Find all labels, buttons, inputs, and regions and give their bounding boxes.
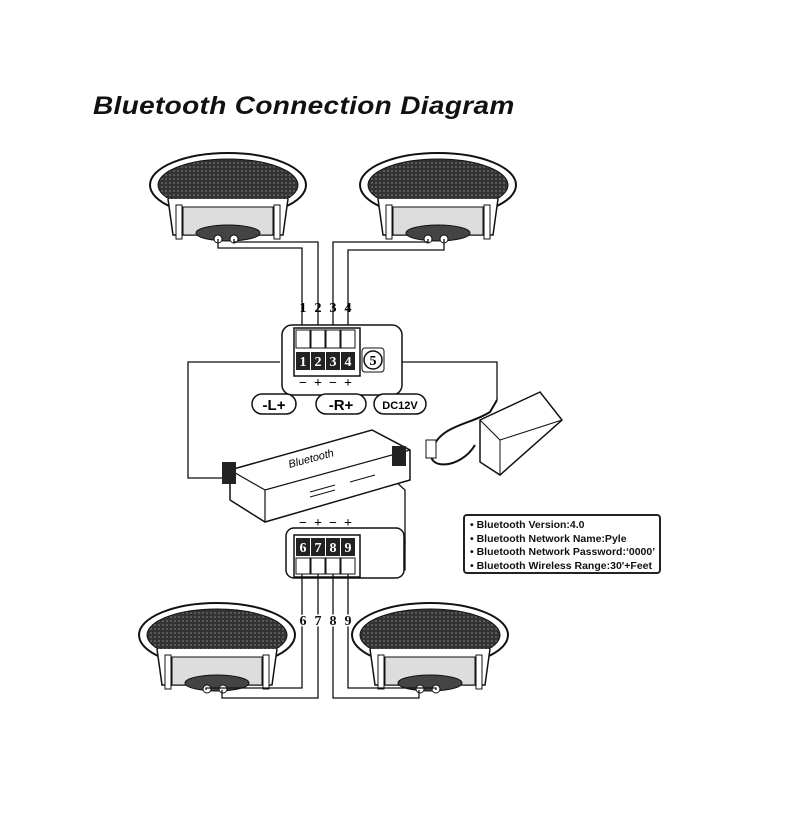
wire-number: 4	[345, 301, 352, 316]
polarity: +	[314, 516, 322, 531]
terminal-number: 7	[315, 541, 322, 556]
polarity: −	[299, 516, 307, 531]
wire-number: 3	[330, 301, 337, 316]
terminal-number: 2	[315, 355, 322, 370]
speaker-top-left	[149, 152, 307, 244]
wire-number: 6	[300, 614, 307, 629]
terminal-number: 1	[300, 355, 307, 370]
right-channel-label: -R+	[329, 397, 354, 414]
polarity: −	[299, 376, 307, 391]
terminal-number: 3	[330, 355, 337, 370]
speaker-bottom-left	[138, 602, 296, 694]
wire-number: 2	[315, 301, 322, 316]
power-adapter	[425, 391, 564, 476]
info-range: Bluetooth Wireless Range:30'+Feet	[470, 560, 659, 574]
polarity: −	[329, 516, 337, 531]
speaker-bottom-right	[351, 602, 509, 694]
info-password: Bluetooth Network Password:‘0000’	[470, 546, 659, 560]
terminal-number: 9	[345, 541, 352, 556]
bluetooth-info-box: Bluetooth Version:4.0 Bluetooth Network …	[463, 514, 661, 574]
wire-number: 7	[315, 614, 322, 629]
speaker-top-right	[359, 152, 517, 244]
bottom-speaker-wires	[205, 574, 437, 699]
bluetooth-module: Bluetooth	[222, 429, 411, 523]
wire-number: 9	[345, 614, 352, 629]
polarity: +	[344, 516, 352, 531]
polarity: −	[329, 376, 337, 391]
polarity: +	[314, 376, 322, 391]
bottom-terminal-block	[285, 527, 405, 579]
wire-number: 8	[330, 614, 337, 629]
wire-number: 1	[300, 301, 307, 316]
left-channel-label: -L+	[263, 397, 286, 414]
top-terminal-block	[251, 324, 427, 415]
diagram-title: Bluetooth Connection Diagram	[93, 92, 515, 120]
terminal-number: 6	[300, 541, 307, 556]
power-terminal-number: 5	[370, 354, 377, 369]
power-label: DC12V	[382, 400, 418, 412]
terminal-number: 4	[345, 355, 352, 370]
terminal-number: 8	[330, 541, 337, 556]
info-version: Bluetooth Version:4.0	[470, 519, 659, 533]
polarity: +	[344, 376, 352, 391]
info-network-name: Bluetooth Network Name:Pyle	[470, 533, 659, 547]
